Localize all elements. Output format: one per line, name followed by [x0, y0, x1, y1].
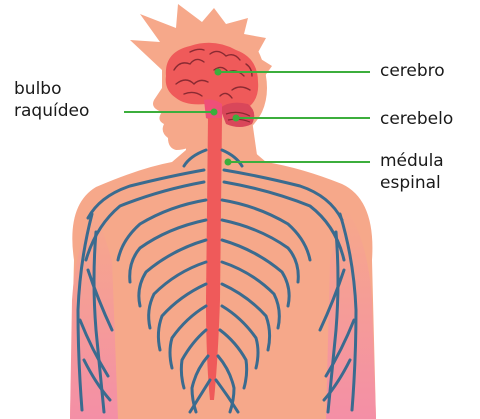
label-medula-line1: médula: [380, 150, 444, 172]
label-bulbo-line2: raquídeo: [14, 100, 89, 122]
label-cerebro: cerebro: [380, 60, 445, 82]
label-bulbo-raquideo: bulbo raquídeo: [14, 78, 89, 122]
label-bulbo-line1: bulbo: [14, 78, 89, 100]
label-cerebelo: cerebelo: [380, 108, 453, 130]
label-medula-line2: espinal: [380, 172, 444, 194]
label-medula-espinal: médula espinal: [380, 150, 444, 194]
